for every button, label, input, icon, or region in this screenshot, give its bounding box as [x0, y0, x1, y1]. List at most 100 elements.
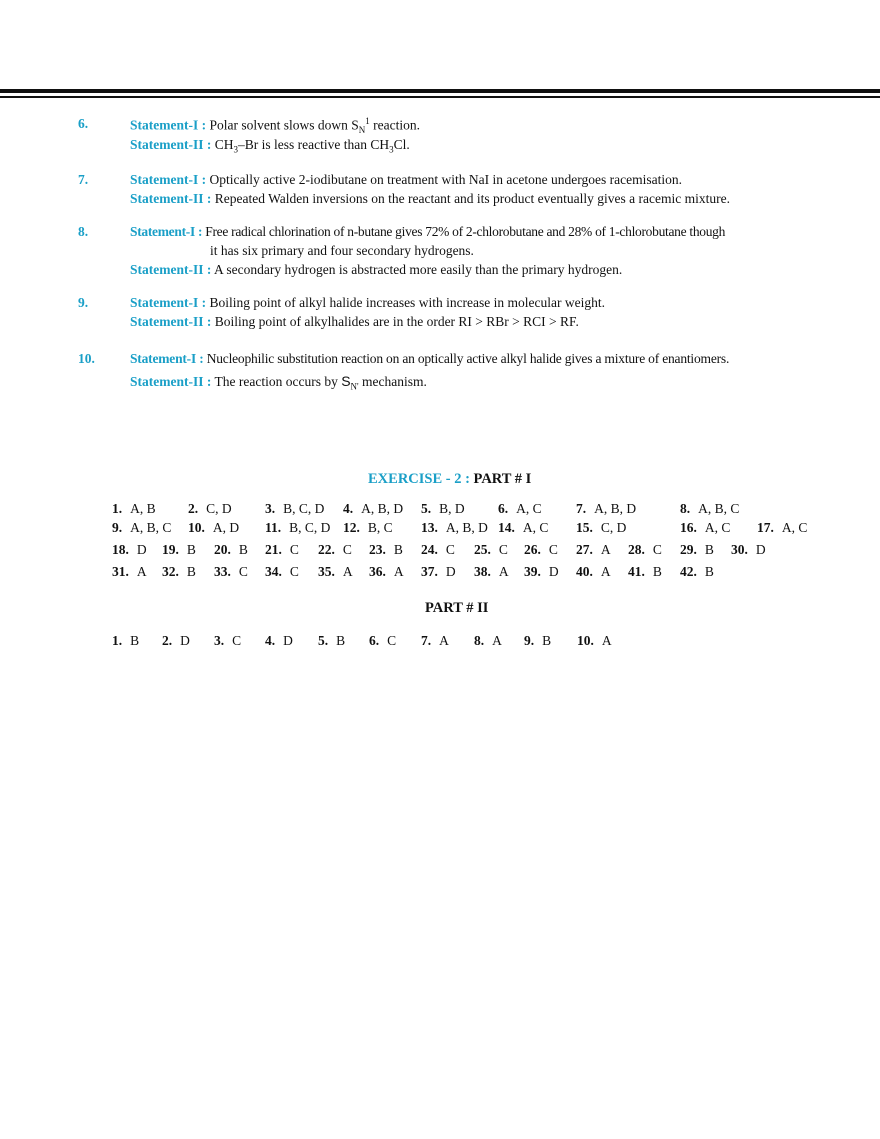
- statement-label: Statement-I :: [130, 224, 203, 239]
- answer-item: 10.A: [577, 633, 612, 649]
- answer-item: 20.B: [214, 542, 248, 558]
- answer-item: 33.C: [214, 564, 248, 580]
- answer-number: 31.: [112, 564, 129, 579]
- text: The reaction occurs by: [214, 374, 342, 389]
- answer-number: 12.: [343, 520, 360, 535]
- statement-label: Statement-I :: [130, 172, 207, 187]
- answer-item: 10.A, D: [188, 520, 239, 536]
- answer-item: 9.A, B, C: [112, 520, 171, 536]
- header-rule-thin: [0, 96, 880, 98]
- answer-value: A: [498, 564, 509, 579]
- answer-value: A, B, D: [445, 520, 488, 535]
- answer-value: A, C: [704, 520, 731, 535]
- answer-value: C: [232, 633, 242, 648]
- subscript: N: [358, 125, 366, 136]
- statement-label: Statement-I :: [130, 117, 207, 133]
- answer-number: 29.: [680, 542, 697, 557]
- answer-item: 27. A: [576, 542, 611, 558]
- statement-1: Statement-I : Polar solvent slows down S…: [130, 116, 420, 135]
- answer-value: D: [283, 633, 293, 648]
- answer-number: 28.: [628, 542, 645, 557]
- answer-item: 39. D: [524, 564, 559, 580]
- answer-item: 38.A: [474, 564, 509, 580]
- statement-1: Statement-I : Boiling point of alkyl hal…: [130, 295, 605, 311]
- answer-number: 41.: [628, 564, 645, 579]
- superscript: 1: [365, 116, 370, 126]
- answer-value: B, D: [439, 501, 465, 516]
- answer-value: B: [186, 564, 196, 579]
- text: Cl.: [393, 137, 410, 152]
- answer-value: A: [600, 542, 611, 557]
- answer-item: 17.A, C: [757, 520, 807, 536]
- statement-2: Statement-II : CH3–Br is less reactive t…: [130, 137, 410, 155]
- answer-value: B, C: [367, 520, 393, 535]
- answer-value: B: [542, 633, 552, 648]
- answer-item: 30.D: [731, 542, 766, 558]
- answer-value: C: [342, 542, 352, 557]
- question-number: 8.: [78, 224, 89, 239]
- part-1-title: PART # I: [473, 471, 532, 487]
- subscript: N': [350, 381, 359, 392]
- answer-value: C: [289, 542, 299, 557]
- answer-value: B, C, D: [283, 501, 325, 516]
- text: Free radical chlorination of n-butane gi…: [205, 224, 726, 239]
- answer-item: 3.C: [214, 633, 241, 649]
- answer-number: 19.: [162, 542, 179, 557]
- statement-label: Statement-I :: [130, 351, 204, 366]
- answer-number: 4.: [265, 633, 276, 648]
- answer-number: 7.: [576, 501, 587, 516]
- statement-2: Statement-II : Boiling point of alkylhal…: [130, 314, 579, 330]
- answer-value: A, B, C: [130, 520, 172, 535]
- answer-number: 3.: [265, 501, 276, 516]
- answer-value: B: [238, 542, 248, 557]
- answer-item: 6.C: [369, 633, 396, 649]
- answer-number: 7.: [421, 633, 432, 648]
- answer-number: 2.: [162, 633, 173, 648]
- statement-1: Statement-I : Nucleophilic substitution …: [130, 351, 729, 367]
- answer-item: 36.A: [369, 564, 404, 580]
- statement-label: Statement-II :: [130, 137, 212, 152]
- answer-number: 6.: [498, 501, 509, 516]
- statement-1-continued: it has six primary and four secondary hy…: [210, 243, 474, 258]
- statement-label: Statement-I :: [130, 295, 207, 310]
- text: mechanism.: [362, 374, 427, 389]
- answer-item: 7. A, B, D: [576, 501, 636, 517]
- answer-number: 1.: [112, 633, 123, 648]
- answer-value: C: [445, 542, 455, 557]
- answer-item: 41.B: [628, 564, 662, 580]
- answer-value: A, B, D: [361, 501, 404, 516]
- text: Repeated Walden inversions on the reacta…: [214, 191, 730, 206]
- answer-number: 39.: [524, 564, 541, 579]
- statement-2: Statement-II : The reaction occurs by SN…: [130, 373, 427, 392]
- answer-value: A, B, D: [594, 501, 637, 516]
- answer-value: D: [548, 564, 559, 579]
- answer-item: 35. A: [318, 564, 353, 580]
- answer-item: 29.B: [680, 542, 714, 558]
- answer-number: 5.: [421, 501, 432, 516]
- subscript: 3: [389, 144, 394, 155]
- answer-item: 15.C, D: [576, 520, 626, 536]
- text: Optically active 2-iodibutane on treatme…: [209, 172, 682, 187]
- answer-number: 13.: [421, 520, 438, 535]
- answer-value: A: [439, 633, 449, 648]
- answer-item: 8.A: [474, 633, 502, 649]
- answer-item: 8.A, B, C: [680, 501, 739, 517]
- answer-value: C: [498, 542, 508, 557]
- answer-number: 35.: [318, 564, 335, 579]
- text: reaction.: [373, 117, 420, 133]
- answer-value: C: [238, 564, 248, 579]
- answer-number: 4.: [343, 501, 354, 516]
- text: Boiling point of alkyl halide increases …: [209, 295, 605, 310]
- answer-value: B: [704, 564, 714, 579]
- answer-item: 28.C: [628, 542, 662, 558]
- answer-item: 5.B: [318, 633, 345, 649]
- answer-value: B: [393, 542, 403, 557]
- answer-number: 27.: [576, 542, 593, 557]
- statement-label: Statement-II :: [130, 374, 212, 389]
- answer-number: 22.: [318, 542, 335, 557]
- exercise-title: EXERCISE - 2 :: [368, 471, 470, 487]
- statement-2: Statement-II : Repeated Walden inversion…: [130, 191, 730, 207]
- answer-value: A: [342, 564, 353, 579]
- question-number: 7.: [78, 172, 89, 187]
- header-rule: [0, 89, 880, 93]
